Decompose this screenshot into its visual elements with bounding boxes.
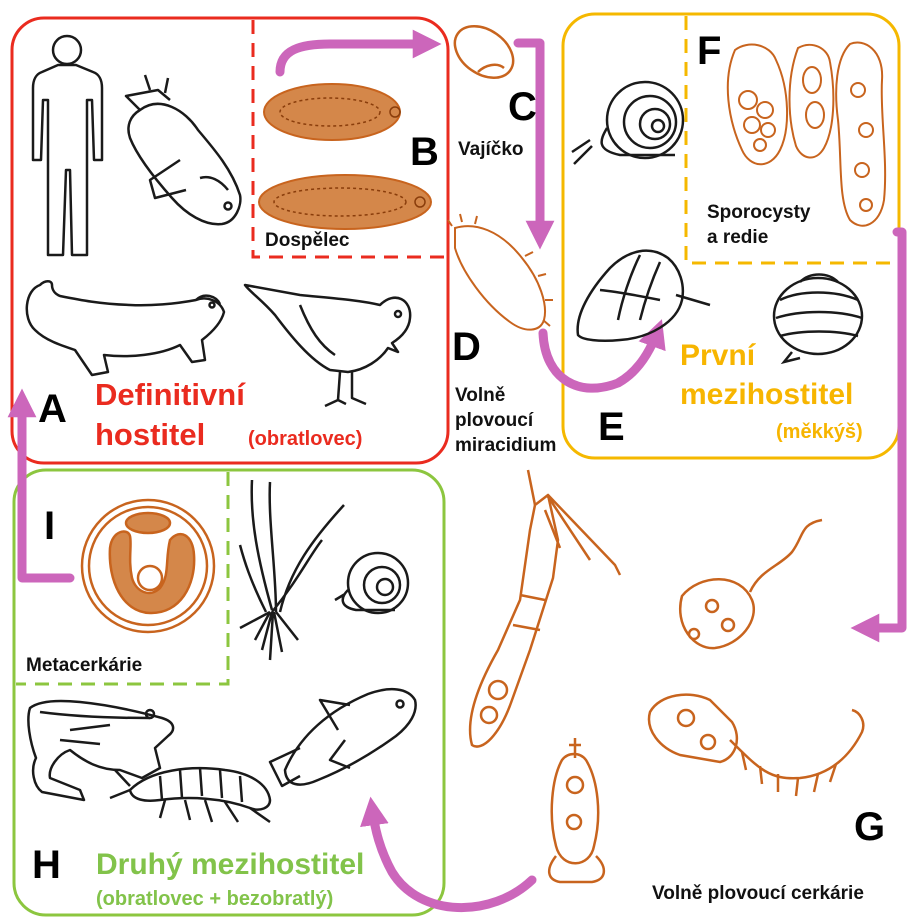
label-first-host-note: (měkkýš): [776, 421, 863, 443]
cercaria-icon: [680, 520, 822, 648]
label-letter-a: A: [38, 387, 67, 431]
label-letter-c: C: [508, 85, 537, 129]
label-miracidium-line3: miracidium: [455, 436, 556, 457]
label-letter-b: B: [410, 130, 439, 174]
label-second-host-note: (obratlovec + bezobratlý): [96, 888, 333, 910]
label-first-host-line2: mezihostitel: [680, 378, 853, 411]
label-letter-e: E: [598, 405, 625, 449]
label-second-host-line1: Druhý mezihostitel: [96, 848, 364, 881]
label-letter-f: F: [697, 29, 721, 73]
cycle-arrows: [22, 43, 902, 908]
label-letter-h: H: [32, 843, 61, 887]
snail-icon: [335, 553, 408, 613]
sporocyst-icon: [728, 43, 885, 226]
label-letter-g: G: [854, 805, 885, 849]
fish-icon: [126, 75, 240, 224]
frog-icon: [28, 701, 173, 800]
label-egg: Vajíčko: [458, 140, 524, 161]
label-definitive-host-line1: Definitivní: [95, 378, 245, 412]
label-letter-i: I: [44, 504, 55, 548]
snail-icon: [572, 82, 683, 164]
plant-icon: [240, 480, 344, 660]
label-first-host-line1: První: [680, 339, 755, 372]
clam-icon: [774, 275, 862, 363]
label-cercariae: Volně plovoucí cerkárie: [652, 884, 864, 905]
label-adult: Dospělec: [265, 231, 349, 252]
otter-icon: [27, 281, 224, 375]
arrow-snail-to-cercaria: [862, 232, 902, 628]
egg-icon: [445, 16, 523, 89]
label-sporocysts-line2: a redie: [707, 228, 768, 249]
snail-icon: [578, 251, 710, 341]
label-definitive-host-line2: hostitel: [95, 418, 205, 452]
adult-fluke-icon: [259, 84, 431, 229]
cercaria-icon: [470, 470, 620, 747]
human-icon: [33, 36, 102, 255]
arrow-cercaria-to-second-host: [372, 808, 532, 908]
bird-icon: [245, 285, 410, 406]
cercaria-icon: [549, 738, 604, 882]
label-miracidium-line2: plovoucí: [455, 411, 533, 432]
arrow-miracidium-to-snail: [543, 330, 658, 388]
label-sporocysts-line1: Sporocysty: [707, 203, 810, 224]
fish-icon: [270, 689, 416, 786]
cercaria-icon: [649, 695, 863, 796]
label-definitive-host-note: (obratlovec): [248, 428, 362, 450]
label-miracidium-line1: Volně: [455, 386, 505, 407]
label-metacercariae: Metacerkárie: [26, 656, 142, 677]
label-letter-d: D: [452, 325, 481, 369]
metacercaria-cyst-icon: [82, 500, 214, 632]
arrow-adult-to-egg: [280, 44, 430, 72]
